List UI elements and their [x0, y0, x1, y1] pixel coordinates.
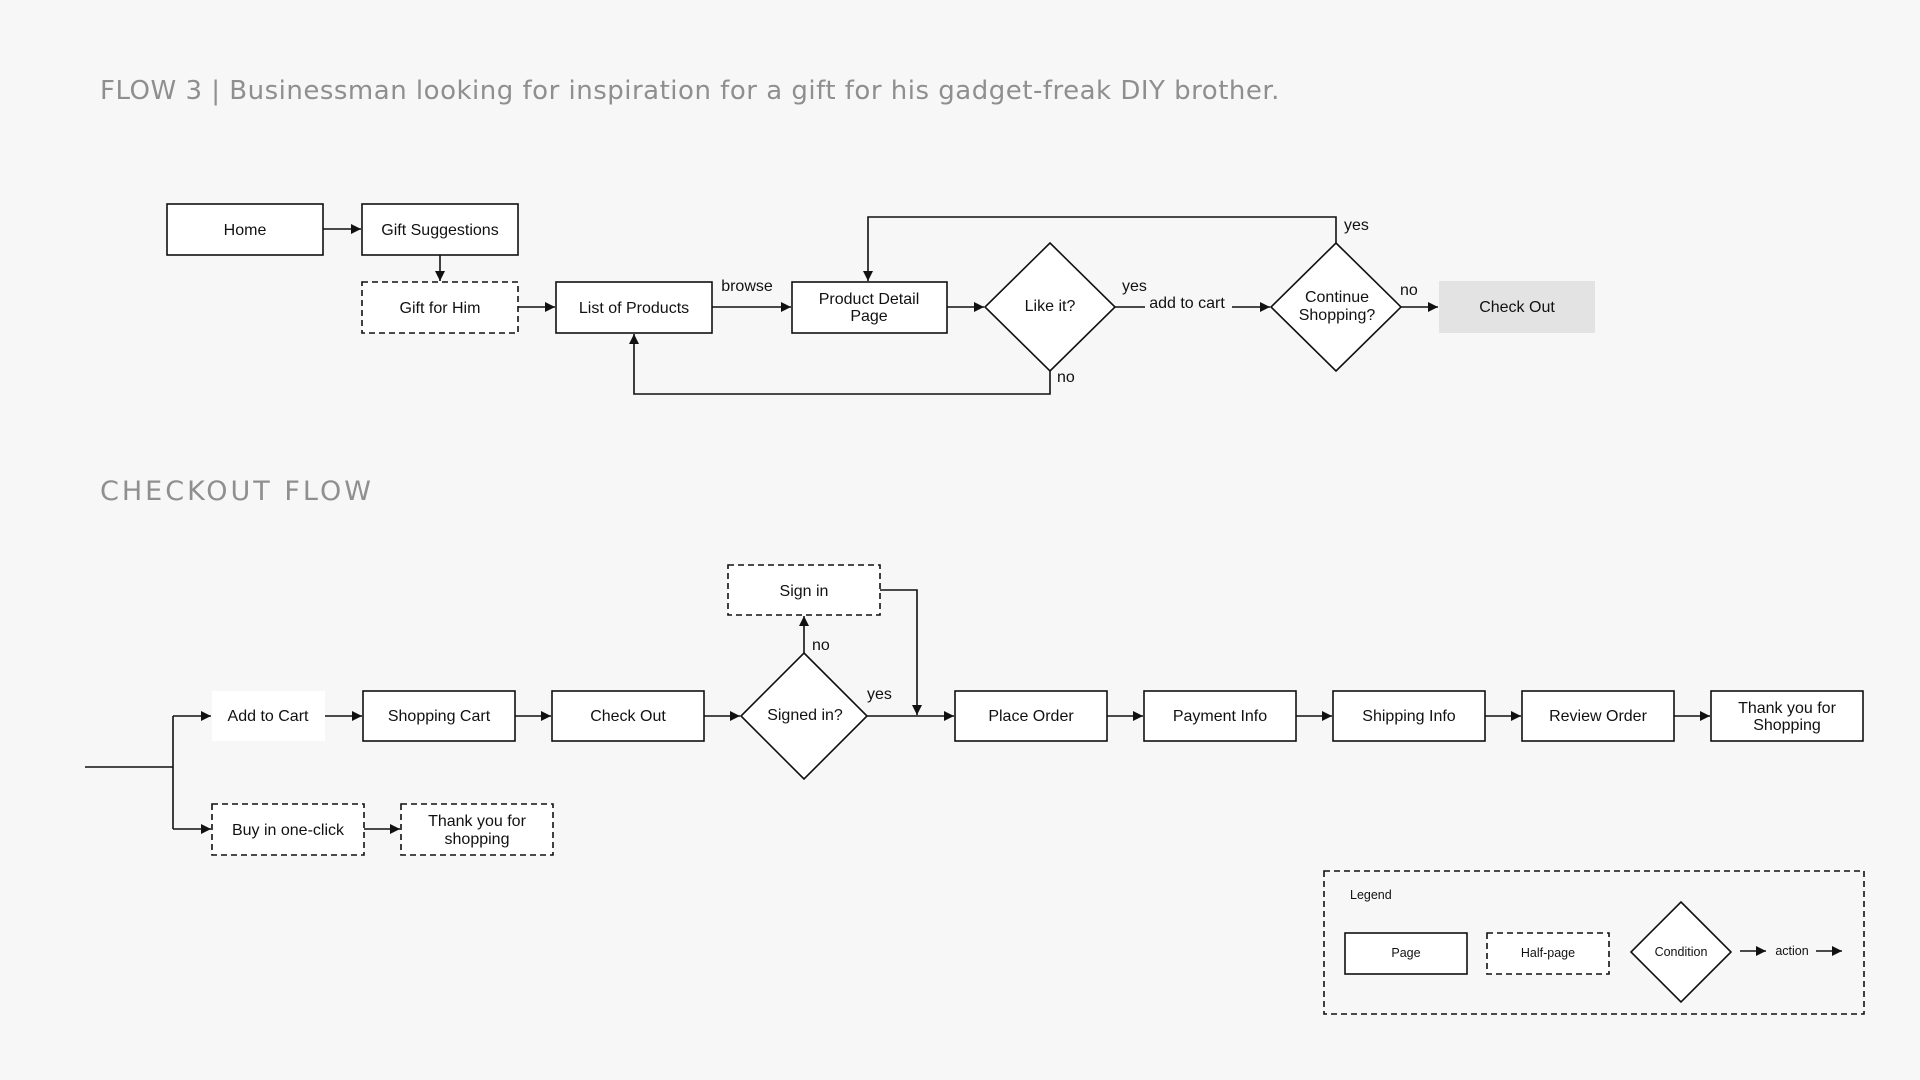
node-add-to-cart: Add to Cart — [212, 691, 325, 741]
node-continue-label-2: Shopping? — [1299, 307, 1376, 324]
node-place-order: Place Order — [954, 690, 1108, 742]
node-payment-info-label: Payment Info — [1173, 708, 1267, 725]
node-check-out-flow3-label: Check Out — [1479, 299, 1555, 316]
node-list-of-products-label: List of Products — [579, 300, 689, 317]
node-shipping-info: Shipping Info — [1332, 690, 1486, 742]
node-buy-one-click: Buy in one-click — [211, 803, 365, 856]
node-product-detail-label-1: Product Detail — [819, 291, 920, 308]
edge-label-like-yes: yes — [1122, 278, 1147, 295]
node-signed-in: Signed in? — [739, 651, 869, 781]
node-list-of-products: List of Products — [555, 281, 713, 334]
node-gift-suggestions: Gift Suggestions — [361, 203, 519, 256]
node-gift-for-him-label: Gift for Him — [400, 300, 481, 317]
node-sign-in-label: Sign in — [780, 583, 829, 600]
edge-label-add-to-cart: add to cart — [1149, 295, 1225, 312]
edge-label-like-no: no — [1057, 369, 1075, 386]
node-shopping-cart: Shopping Cart — [362, 690, 516, 742]
node-thank-you-small-label-2: shopping — [445, 831, 510, 848]
node-like-it: Like it? — [983, 241, 1117, 373]
node-like-it-label: Like it? — [1025, 298, 1076, 315]
node-buy-one-click-label: Buy in one-click — [232, 822, 345, 839]
node-add-to-cart-label: Add to Cart — [228, 708, 309, 725]
edge-label-continue-yes: yes — [1344, 217, 1369, 234]
node-thank-you-shopping-small: Thank you for shopping — [400, 803, 554, 856]
node-thank-you: Thank you for Shopping — [1710, 690, 1864, 742]
checkout-flow-title: CHECKOUT FLOW — [100, 476, 374, 507]
legend: Legend Page Half-page Condition action — [1323, 870, 1865, 1015]
node-continue-shopping: Continue Shopping? — [1269, 241, 1403, 373]
edge-label-signed-in-no: no — [812, 637, 830, 654]
legend-page-label: Page — [1391, 946, 1420, 960]
node-gift-for-him: Gift for Him — [361, 281, 519, 334]
node-home: Home — [166, 203, 324, 256]
edge-label-continue-no: no — [1400, 282, 1418, 299]
legend-action-label: action — [1775, 944, 1808, 958]
node-review-order: Review Order — [1521, 690, 1675, 742]
node-shopping-cart-label: Shopping Cart — [388, 708, 491, 725]
node-check-out-label: Check Out — [590, 708, 666, 725]
legend-half-page-label: Half-page — [1521, 946, 1575, 960]
node-check-out-flow3: Check Out — [1439, 281, 1595, 333]
node-home-label: Home — [224, 222, 267, 239]
edge-sign-in-to-place-order — [880, 589, 922, 715]
node-payment-info: Payment Info — [1143, 690, 1297, 742]
legend-title: Legend — [1350, 888, 1392, 902]
edge-continue-yes-to-product-detail — [863, 216, 1337, 281]
node-check-out: Check Out — [551, 690, 705, 742]
node-shipping-info-label: Shipping Info — [1362, 708, 1456, 725]
edge-like-it-no-to-list — [629, 334, 1051, 395]
node-product-detail-page: Product Detail Page — [791, 281, 948, 334]
node-place-order-label: Place Order — [988, 708, 1074, 725]
node-gift-suggestions-label: Gift Suggestions — [381, 222, 498, 239]
node-product-detail-label-2: Page — [850, 308, 887, 325]
node-thank-you-label-1: Thank you for — [1738, 700, 1837, 717]
node-sign-in: Sign in — [727, 564, 881, 616]
node-signed-in-label: Signed in? — [767, 707, 843, 724]
legend-condition-label: Condition — [1655, 945, 1708, 959]
edge-label-browse: browse — [721, 278, 773, 295]
node-thank-you-small-label-1: Thank you for — [428, 813, 527, 830]
node-review-order-label: Review Order — [1549, 708, 1647, 725]
edge-label-signed-in-yes: yes — [867, 686, 892, 703]
node-thank-you-label-2: Shopping — [1753, 717, 1821, 734]
node-continue-label-1: Continue — [1305, 289, 1369, 306]
flow3-title: FLOW 3 | Businessman looking for inspira… — [100, 76, 1280, 106]
